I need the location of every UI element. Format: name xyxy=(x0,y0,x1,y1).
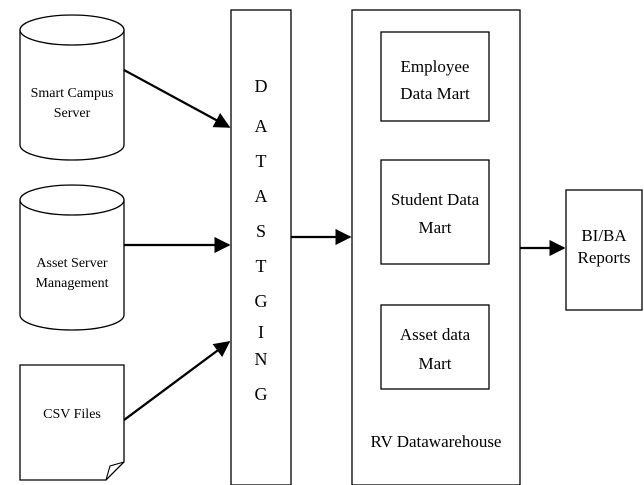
bi-ba-reports-label-line1: BI/BA xyxy=(581,226,627,245)
employee-data-mart-label-line2: Data Mart xyxy=(400,84,470,103)
staging-letter: A xyxy=(255,186,268,206)
staging-letter: D xyxy=(255,76,268,96)
asset-server-label-line2: Management xyxy=(35,276,108,291)
employee-data-mart: Employee Data Mart xyxy=(380,31,490,122)
asset-data-mart-label-line2: Mart xyxy=(418,354,451,373)
bi-ba-reports-label-line2: Reports xyxy=(578,248,631,267)
staging-letter: S xyxy=(256,221,266,241)
rv-datawarehouse-label: RV Datawarehouse xyxy=(371,432,502,451)
smart-campus-server-label-line2: Server xyxy=(54,106,91,121)
smart-campus-server-cylinder: Smart Campus Server xyxy=(19,14,125,161)
staging-letter: T xyxy=(256,256,267,276)
asset-server-management-cylinder: Asset Server Management xyxy=(19,184,125,331)
staging-letter: T xyxy=(256,151,267,171)
staging-letter: G xyxy=(255,291,268,311)
asset-data-mart-label-line1: Asset data xyxy=(400,325,471,344)
staging-letter: N xyxy=(255,349,268,369)
student-data-mart-label-line2: Mart xyxy=(418,218,451,237)
csv-files-document: CSV Files xyxy=(19,364,125,481)
asset-data-mart: Asset data Mart xyxy=(380,304,490,390)
staging-letter: A xyxy=(255,116,268,136)
rv-datawarehouse-box: Employee Data Mart Student Data Mart Ass… xyxy=(351,9,521,485)
asset-server-label-line1: Asset Server xyxy=(36,256,107,271)
employee-data-mart-label-line1: Employee xyxy=(401,57,470,76)
arrow-smart-campus-to-staging xyxy=(123,68,231,129)
staging-letter: G xyxy=(255,384,268,404)
csv-files-label: CSV Files xyxy=(43,407,101,422)
student-data-mart: Student Data Mart xyxy=(380,159,490,265)
arrow-csv-to-staging xyxy=(123,341,231,421)
data-staging-box: D A T A S T G I N G xyxy=(230,9,292,485)
student-data-mart-label-line1: Student Data xyxy=(391,190,480,209)
bi-ba-reports-box: BI/BA Reports xyxy=(565,189,643,311)
smart-campus-server-label-line1: Smart Campus xyxy=(31,86,114,101)
staging-letter: I xyxy=(258,322,264,342)
